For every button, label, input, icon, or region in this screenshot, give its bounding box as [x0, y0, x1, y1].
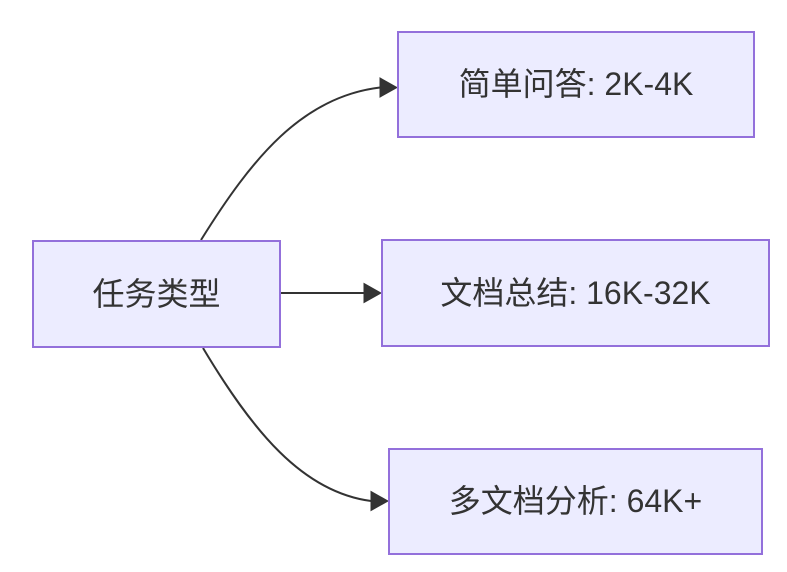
edge-task-type-to-simple-qa — [200, 86, 381, 241]
node-simple-qa-label: 简单问答: 2K-4K — [458, 66, 694, 103]
node-task-type-label: 任务类型 — [92, 275, 221, 312]
node-multi-doc-label: 多文档分析: 64K+ — [448, 483, 703, 520]
arrowhead-doc-summary-icon — [363, 282, 383, 304]
node-task-type: 任务类型 — [32, 240, 281, 348]
arrowhead-multi-doc-icon — [370, 490, 390, 512]
node-multi-doc: 多文档分析: 64K+ — [388, 448, 763, 555]
node-doc-summary-label: 文档总结: 16K-32K — [440, 274, 711, 311]
arrowhead-simple-qa-icon — [379, 77, 399, 98]
edge-task-type-to-multi-doc — [202, 347, 372, 502]
node-doc-summary: 文档总结: 16K-32K — [381, 239, 770, 347]
node-simple-qa: 简单问答: 2K-4K — [397, 31, 755, 138]
